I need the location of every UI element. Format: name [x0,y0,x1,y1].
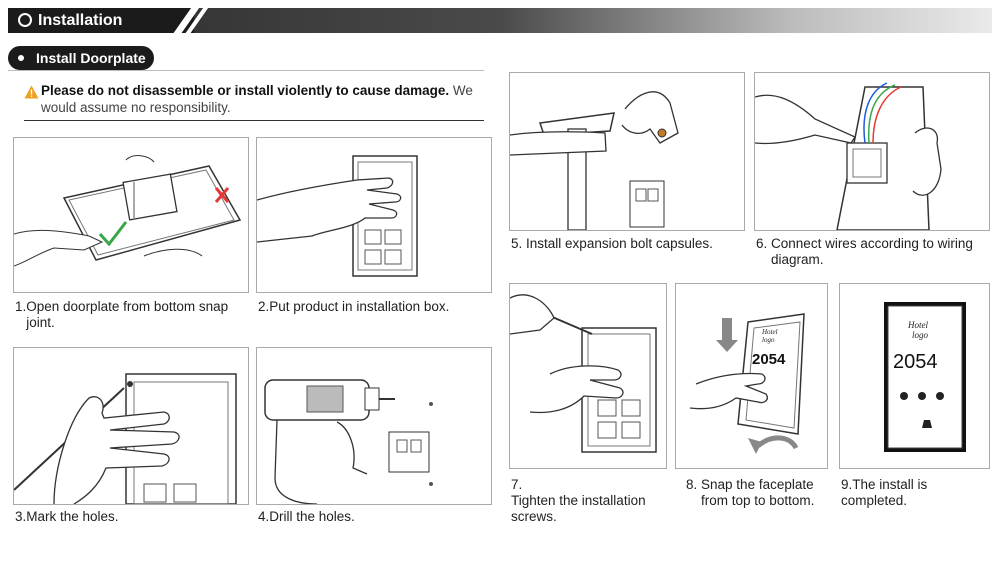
step-text: Snap the faceplate from top to bottom. [701,477,826,509]
step-3-caption: 3.Mark the holes. [15,509,247,525]
step-8-illustration: Hotel logo 2054 [675,283,828,469]
faceplate-logo-text: Hotel [907,320,928,330]
circle-icon [18,13,32,27]
step-5-illustration [509,72,745,231]
step-number: 2. [258,299,269,315]
expansion-bolt-drawing [510,73,744,230]
step-2-caption: 2.Put product in installation box. [258,299,490,315]
step-text: Drill the holes. [269,509,355,524]
mark-holes-drawing [14,348,248,504]
section-heading: Install Doorplate [8,46,154,70]
step-5-caption: 5. Install expansion bolt capsules. [511,236,743,252]
open-doorplate-drawing [14,138,248,292]
step-text: The install is completed. [841,477,927,508]
step-4-caption: 4.Drill the holes. [258,509,490,525]
snap-faceplate-drawing: Hotel logo 2054 [676,284,827,468]
install-box-drawing [257,138,491,292]
step-text: Put product in installation box. [269,299,449,314]
completed-doorplate-drawing: Hotel logo 2054 [840,284,989,468]
step-number: 5. [511,236,522,252]
step-7-illustration [509,283,667,469]
step-9-illustration: Hotel logo 2054 [839,283,990,469]
step-2-illustration [256,137,492,293]
step-number: 7. [511,477,522,493]
header-bar: Installation [8,8,992,33]
step-6-caption: 6. Connect wires according to wiring dia… [756,236,988,268]
page-title: Installation [38,10,122,31]
step-7-caption: 7.Tighten the installation screws. [511,477,671,525]
step-number: 6. [756,236,767,252]
step-text: Mark the holes. [26,509,118,524]
step-1-illustration [13,137,249,293]
faceplate-logo-text: logo [912,330,929,340]
step-number: 8. [686,477,697,493]
connect-wires-drawing [755,73,989,230]
warning-text: Please do not disassemble or install vio… [41,82,491,116]
divider [8,70,484,71]
step-number: 4. [258,509,269,525]
faceplate-room-number: 2054 [752,351,786,368]
step-8-caption: 8. Snap the faceplate from top to bottom… [686,477,836,509]
step-number: 3. [15,509,26,525]
warning-bold: Please do not disassemble or install vio… [41,83,449,98]
step-text: Connect wires according to wiring diagra… [771,236,981,268]
faceplate-logo-text: logo [762,336,775,344]
step-text: Tighten the installation screws. [511,493,661,525]
faceplate-room-number: 2054 [893,351,938,373]
divider [24,120,484,121]
step-6-illustration [754,72,990,231]
step-9-caption: 9.The install is completed. [841,477,996,509]
tighten-screws-drawing [510,284,666,468]
step-1-caption: 1.Open doorplate from bottom snap joint. [15,299,247,331]
warning-triangle-icon [24,85,39,99]
bullet-icon [18,55,24,61]
step-text: Open doorplate from bottom snap joint. [26,299,236,331]
step-number: 1. [15,299,26,315]
step-text: Install expansion bolt capsules. [526,236,713,251]
step-number: 9. [841,477,852,493]
step-3-illustration [13,347,249,505]
faceplate-logo-text: Hotel [761,328,778,336]
drill-holes-drawing [257,348,491,504]
step-4-illustration [256,347,492,505]
section-title: Install Doorplate [36,48,146,68]
